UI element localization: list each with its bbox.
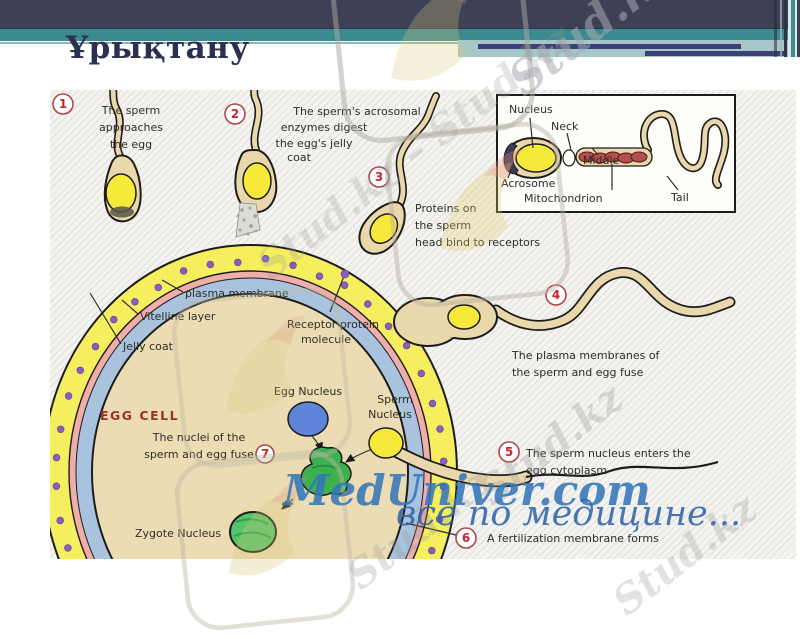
svg-text:1: 1 <box>59 97 67 111</box>
header-stripe-1 <box>774 0 777 57</box>
receptor-dot-highlight <box>340 269 350 279</box>
svg-text:head bind to receptors: head bind to receptors <box>415 236 540 249</box>
header-stripe-6 <box>795 0 797 57</box>
sperm-3-nucleus <box>369 213 399 245</box>
svg-text:enzymes digest: enzymes digest <box>281 121 368 134</box>
svg-text:molecule: molecule <box>301 333 351 346</box>
step-7: The nuclei of the sperm and egg fuse 7 <box>144 431 275 464</box>
svg-text:coat: coat <box>287 151 312 164</box>
step-4: 4 The plasma membranes of the sperm and … <box>511 284 661 379</box>
mitochondria <box>578 151 648 164</box>
header-accent-bar-2 <box>645 51 787 56</box>
header-top-bar <box>0 0 800 28</box>
svg-text:approaches: approaches <box>99 121 163 134</box>
svg-text:5: 5 <box>505 445 513 459</box>
svg-text:Proteins on: Proteins on <box>415 202 477 215</box>
fusing-nuclei <box>300 446 352 496</box>
nuclei-group: Egg Nucleus Sperm Nucleus Zygote Nucleus <box>135 385 413 553</box>
inset-mitochondrion-label: Mitochondrion <box>524 192 603 205</box>
acrosome-cap <box>503 142 519 175</box>
svg-text:2: 2 <box>231 107 239 121</box>
inset-nucleus <box>515 143 557 173</box>
fertilization-diagram-svg: plasma membrane Vitelline layer Jelly co… <box>50 90 736 559</box>
step-5: 5 The sperm nucleus enters the egg cytop… <box>498 441 691 477</box>
acrosomal-enzyme-spray <box>235 202 261 238</box>
svg-text:the egg's jelly: the egg's jelly <box>276 137 353 150</box>
fertilization-diagram: plasma membrane Vitelline layer Jelly co… <box>50 90 796 559</box>
inset-middle-label: Middle <box>583 154 620 167</box>
svg-text:4: 4 <box>552 288 560 302</box>
inset-acrosome-label: Acrosome <box>501 177 556 190</box>
svg-text:sperm and egg fuse: sperm and egg fuse <box>144 448 254 461</box>
header-stripe-4 <box>788 0 791 57</box>
page-title: Ұрықтану <box>66 30 250 66</box>
svg-text:6: 6 <box>462 531 470 545</box>
jelly-coat-label: Jelly coat <box>122 340 174 353</box>
egg-layer-labels: plasma membrane Vitelline layer Jelly co… <box>89 269 379 423</box>
neck-piece <box>562 149 576 167</box>
sperm-anatomy-inset: Nucleus Neck Middle Acrosome Mitochondri… <box>496 94 736 213</box>
plasma-membrane-label: plasma membrane <box>185 287 289 300</box>
sperm-4-fusing <box>393 267 736 347</box>
inset-tail-label: Tail <box>670 191 689 204</box>
step-3: 3 Proteins on the sperm head bind to rec… <box>368 166 540 249</box>
vitelline-layer-label: Vitelline layer <box>140 310 216 323</box>
svg-text:the sperm: the sperm <box>415 219 471 232</box>
svg-text:the sperm and egg fuse: the sperm and egg fuse <box>512 366 644 379</box>
header-stripe-3 <box>784 0 787 57</box>
inset-neck-label: Neck <box>551 120 579 133</box>
step-6: 6 A fertilization membrane forms <box>405 522 659 549</box>
sperm-nucleus-label: Sperm <box>377 393 413 406</box>
sperm-2-nucleus <box>242 162 272 200</box>
svg-text:The sperm: The sperm <box>101 104 160 117</box>
egg-nucleus-label: Egg Nucleus <box>274 385 342 398</box>
header-stripe-2 <box>780 0 782 57</box>
egg-nucleus <box>287 401 329 437</box>
sperm-5-penetrating <box>381 440 719 488</box>
receptor-protein-label: Receptor protein <box>287 318 379 331</box>
svg-text:A fertilization membrane forms: A fertilization membrane forms <box>487 532 659 545</box>
svg-text:The sperm's acrosomal: The sperm's acrosomal <box>292 105 421 118</box>
egg-cell-label: EGG CELL <box>100 408 179 423</box>
egg-cell <box>50 244 458 559</box>
sperm-1 <box>103 90 142 223</box>
svg-text:The nuclei of the: The nuclei of the <box>152 431 246 444</box>
svg-text:3: 3 <box>375 170 383 184</box>
receptor-dots <box>52 255 448 555</box>
step-1: 1 The sperm approaches the egg <box>52 93 163 151</box>
header-thin-line <box>0 42 470 44</box>
svg-text:7: 7 <box>261 447 269 461</box>
header-stripe-7 <box>797 0 800 57</box>
inset-nucleus-label: Nucleus <box>509 103 553 116</box>
sperm-1-nucleus <box>105 173 137 213</box>
svg-text:The plasma membranes of: The plasma membranes of <box>511 349 661 362</box>
sperm-4-nucleus <box>447 304 481 330</box>
svg-text:egg cytoplasm: egg cytoplasm <box>526 464 607 477</box>
zygote-nucleus-label: Zygote Nucleus <box>135 527 221 540</box>
sperm-nucleus <box>368 427 404 459</box>
svg-text:the egg: the egg <box>110 138 152 151</box>
header-stripe-5 <box>791 0 795 57</box>
sperm-2 <box>234 90 278 238</box>
header-accent-bar-1 <box>478 44 741 49</box>
sperm-1-acrosome <box>110 206 134 218</box>
svg-text:The sperm nucleus enters the: The sperm nucleus enters the <box>525 447 691 460</box>
svg-text:Nucleus: Nucleus <box>368 408 412 421</box>
